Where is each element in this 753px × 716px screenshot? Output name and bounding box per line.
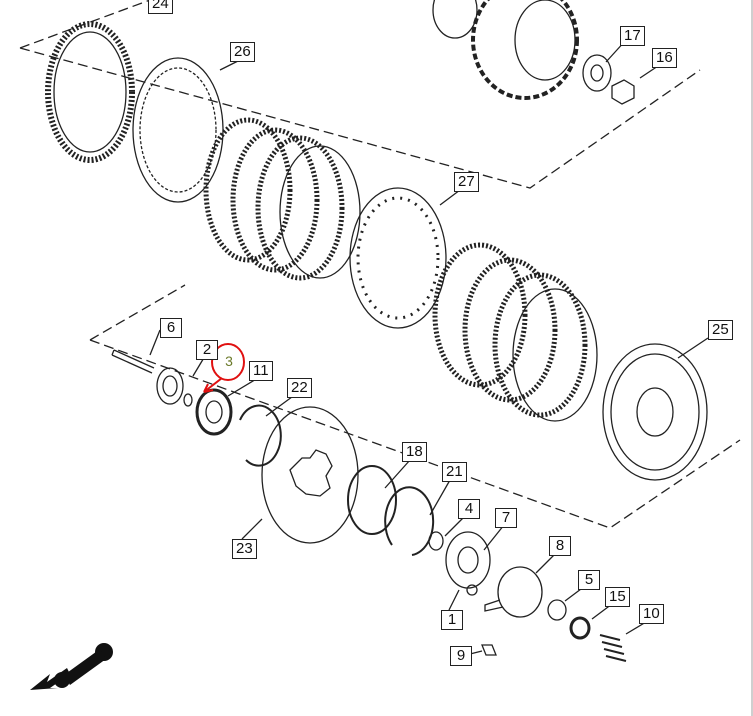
lever-8 <box>497 566 543 618</box>
front-direction-icon <box>30 643 113 690</box>
ring-18 <box>347 465 397 535</box>
part-label-7: 7 <box>495 508 517 528</box>
pin-9 <box>481 644 497 656</box>
bolt-6 <box>111 349 155 374</box>
part-label-23: 23 <box>232 539 257 559</box>
part-label-25: 25 <box>708 320 733 340</box>
nut-15 <box>569 616 591 640</box>
part-label-11: 11 <box>249 361 273 381</box>
part-label-24: 24 <box>148 0 173 14</box>
plate-stack-upper <box>203 117 361 281</box>
part-label-4: 4 <box>458 499 480 519</box>
part-label-17: 17 <box>620 26 645 46</box>
friction-plate-24 <box>45 21 135 163</box>
bearing-2 <box>156 367 184 405</box>
part-label-2: 2 <box>196 340 218 360</box>
spring-10 <box>599 634 627 662</box>
circlip-22 <box>239 404 282 467</box>
steel-plate-26 <box>139 67 217 193</box>
damper-plate-27 <box>349 187 447 329</box>
o-ring-3 <box>183 393 193 407</box>
nut-16 <box>611 79 635 105</box>
circlip-21 <box>384 486 435 556</box>
washer-17 <box>582 54 612 92</box>
group-boundary-lower <box>89 284 741 529</box>
part-label-5: 5 <box>578 570 600 590</box>
ball-1 <box>466 584 478 596</box>
part-label-22: 22 <box>287 378 312 398</box>
seal-11 <box>195 388 233 436</box>
highlight-annotation <box>203 343 245 393</box>
part-label-16: 16 <box>652 48 677 68</box>
pressure-plate-25 <box>602 343 708 481</box>
clutch-hub <box>432 0 579 100</box>
part-label-3: 3 <box>225 353 233 369</box>
part-label-8: 8 <box>549 536 571 556</box>
cam-7 <box>445 531 491 589</box>
part-label-1: 1 <box>441 610 463 630</box>
part-label-15: 15 <box>605 587 630 607</box>
group-boundary-upper <box>19 0 701 189</box>
part-label-27: 27 <box>454 172 479 192</box>
part-label-10: 10 <box>639 604 664 624</box>
part-label-9: 9 <box>450 646 472 666</box>
part-label-21: 21 <box>442 462 467 482</box>
plate-stack-lower <box>432 242 598 422</box>
part-label-18: 18 <box>402 442 427 462</box>
part-label-6: 6 <box>160 318 182 338</box>
part-label-26: 26 <box>230 42 255 62</box>
plate-23 <box>261 406 359 544</box>
bushing-5 <box>547 599 567 621</box>
washer-4 <box>428 531 444 551</box>
